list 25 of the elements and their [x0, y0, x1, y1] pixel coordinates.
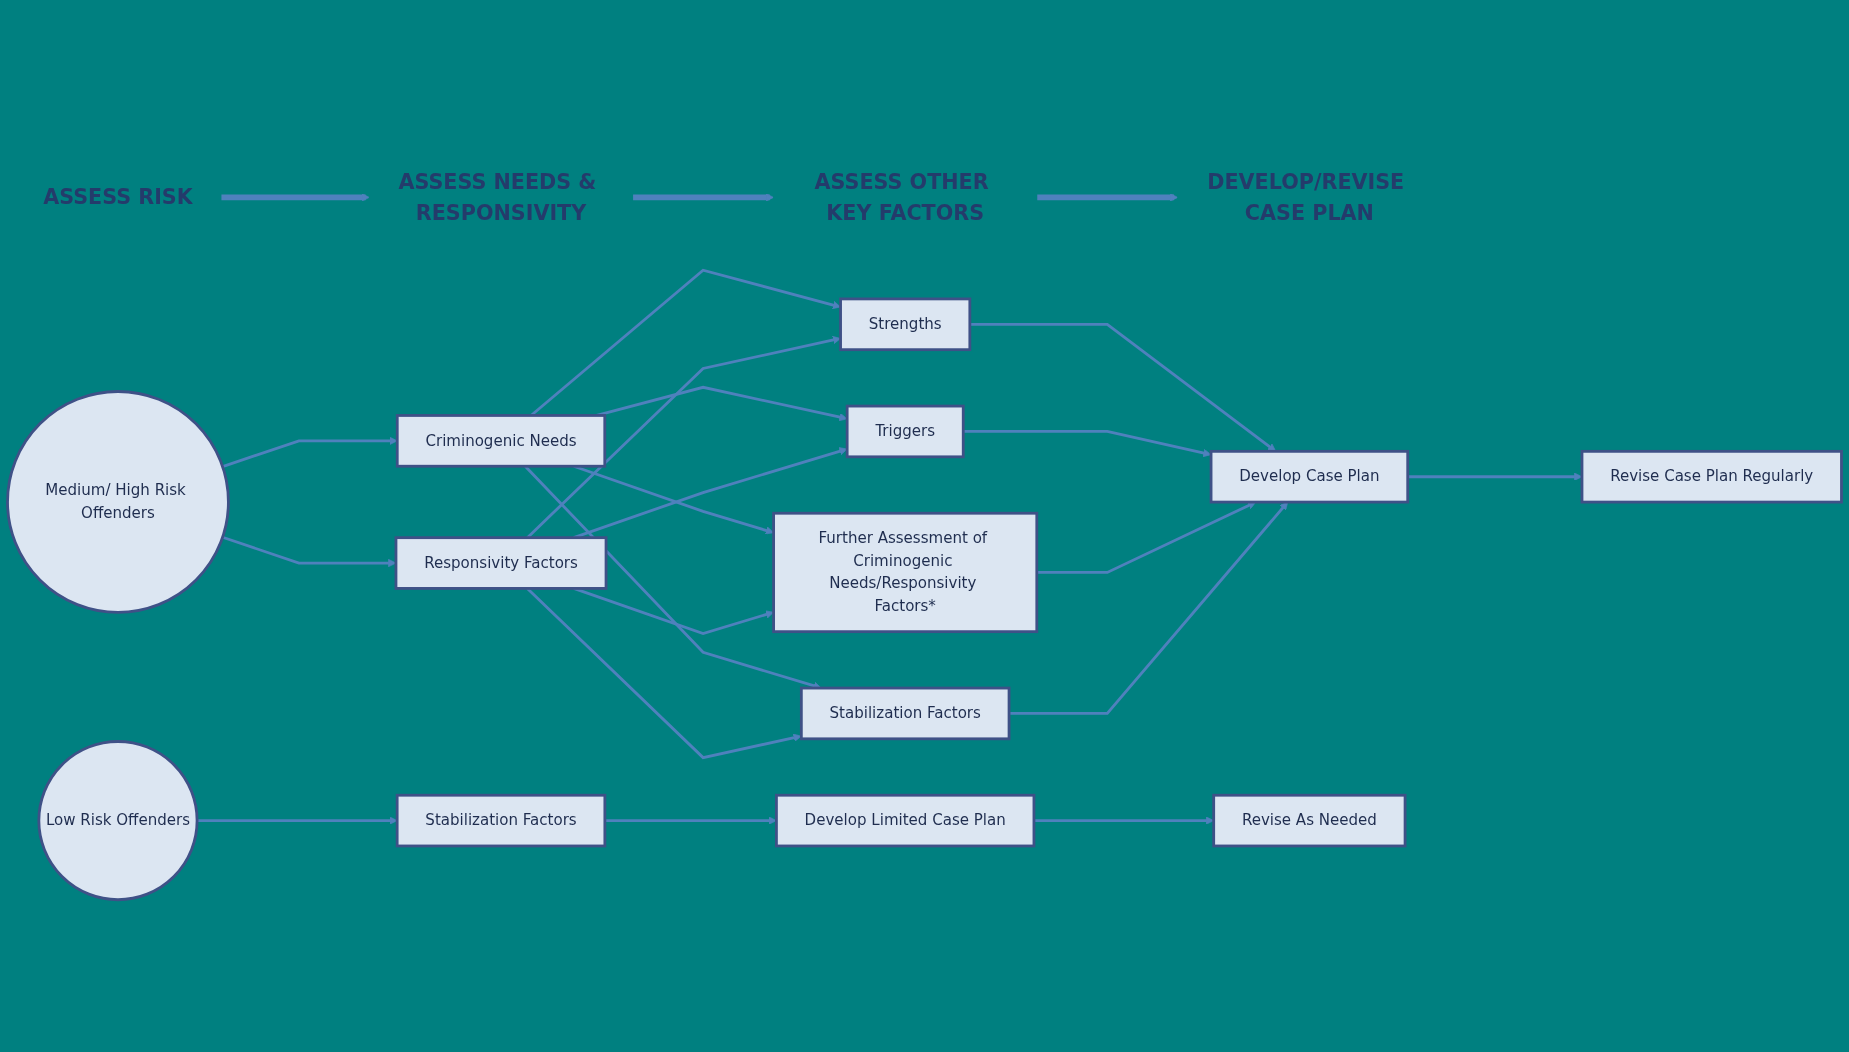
node-circle: Low Risk Offenders: [37, 740, 199, 902]
node-box: Strengths: [839, 297, 972, 352]
node-box: Develop Limited Case Plan: [775, 793, 1036, 848]
arrow: [222, 436, 398, 468]
arrow: [604, 816, 777, 825]
node-text: DEVELOP/REVISE CASE PLAN: [1207, 170, 1405, 225]
node-box: Criminogenic Needs: [395, 414, 607, 468]
node-box: Stabilization Factors: [799, 686, 1011, 741]
node-box: Stabilization Factors: [395, 793, 607, 848]
node-box: Develop Case Plan: [1209, 449, 1410, 504]
node-box: Responsivity Factors: [394, 536, 608, 590]
node-text: ASSESS NEEDS & RESPONSIVITY: [398, 170, 597, 225]
node-text: ASSESS RISK: [43, 185, 193, 210]
node-box: Revise As Needed: [1212, 793, 1407, 848]
node-box: Triggers: [845, 404, 965, 459]
arrow: [197, 816, 398, 825]
node-text: ASSESS OTHER KEY FACTORS: [814, 170, 989, 225]
arrow: [1036, 193, 1179, 202]
node-circle: Medium/ High Risk Offenders: [6, 390, 230, 614]
arrow: [963, 430, 1212, 458]
node-box: Further Assessment of Criminogenic Needs/Responsivity Factors*: [772, 511, 1039, 634]
arrow: [632, 193, 774, 202]
arrow: [220, 193, 370, 202]
node-box: Revise Case Plan Regularly: [1580, 449, 1843, 504]
arrow: [969, 322, 1277, 452]
